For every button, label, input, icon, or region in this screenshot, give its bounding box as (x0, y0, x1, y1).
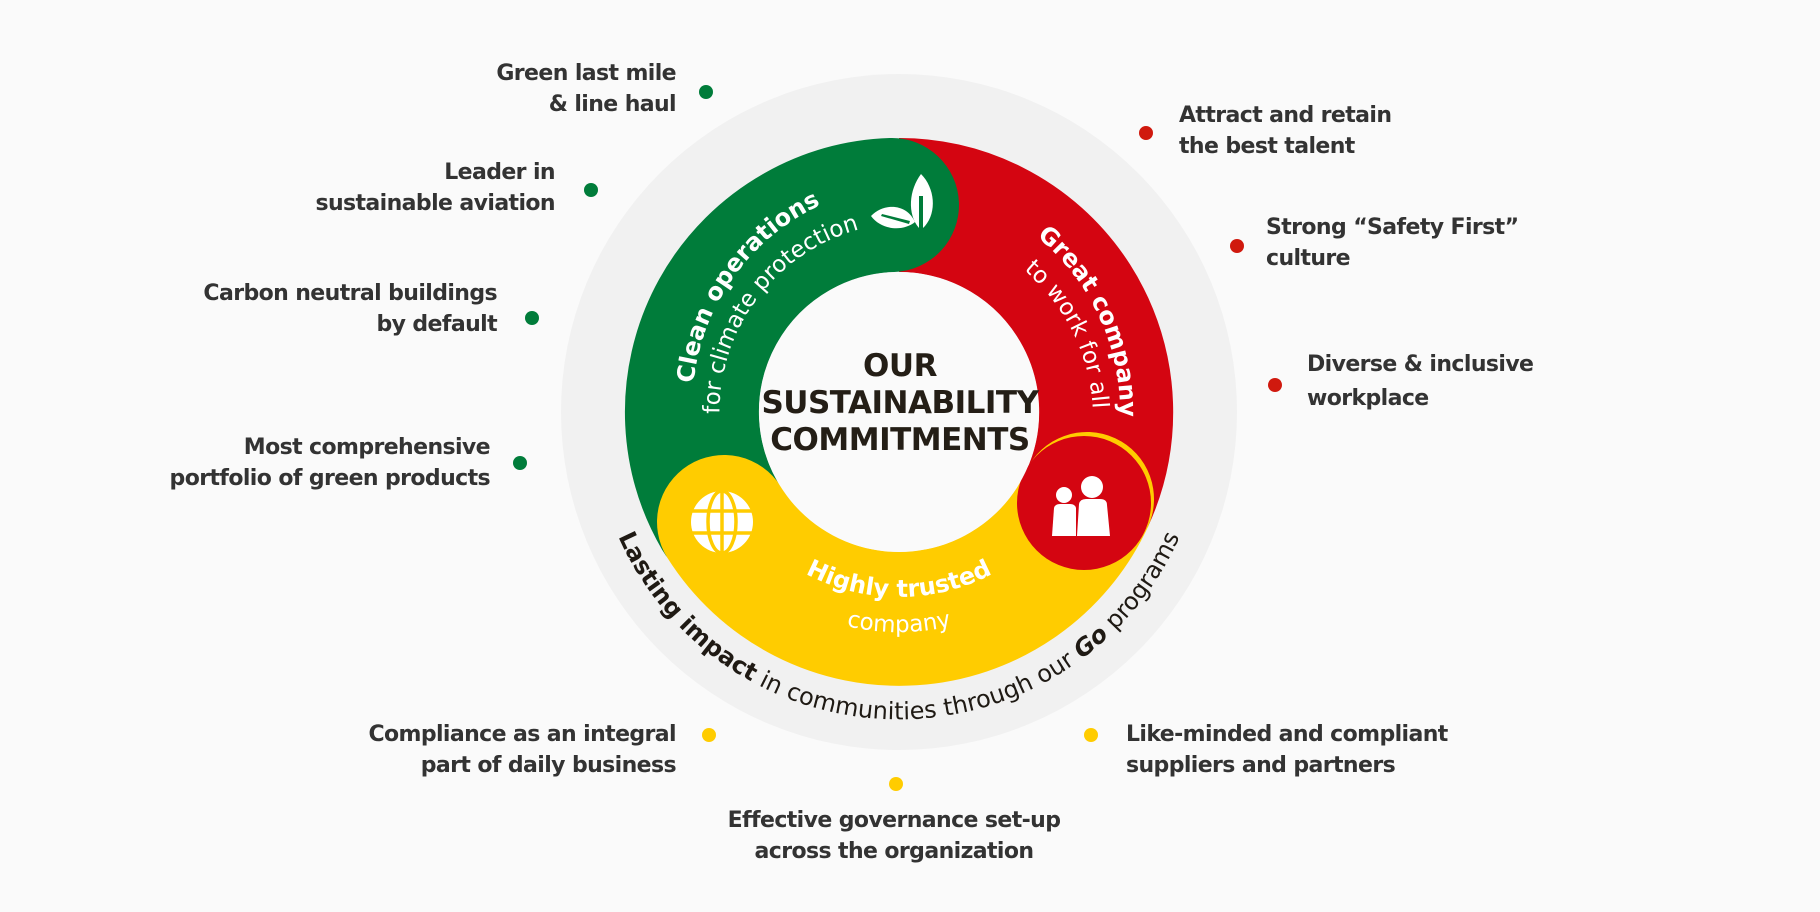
red-bullet-icon (1230, 239, 1244, 253)
green-bullet-icon (513, 456, 527, 470)
green-segment (624, 138, 959, 583)
green-bullet-icon (525, 311, 539, 325)
title-line-1: OUR (863, 348, 937, 384)
yellow-bullet-icon (889, 777, 903, 791)
center-circle (759, 272, 1039, 552)
people-icon (1052, 476, 1110, 536)
title-line-3: COMMITMENTS (770, 422, 1030, 458)
green-bullet-icon (584, 183, 598, 197)
green-bullet-icon (699, 85, 713, 99)
leaf-icon (871, 174, 933, 229)
commitment-safety-first: Strong “Safety First”culture (1266, 215, 1519, 271)
page-title: OUR SUSTAINABILITY COMMITMENTS (760, 348, 1040, 459)
red-bullet-icon (1139, 126, 1153, 140)
yellow-bullet-icon (702, 728, 716, 742)
commitment-green-last-mile: Green last mile& line haul (496, 61, 676, 117)
red-bullet-icon (1268, 378, 1282, 392)
globe-icon (691, 489, 753, 555)
title-line-2: SUSTAINABILITY (761, 385, 1039, 421)
yellow-bullet-icon (1084, 728, 1098, 742)
